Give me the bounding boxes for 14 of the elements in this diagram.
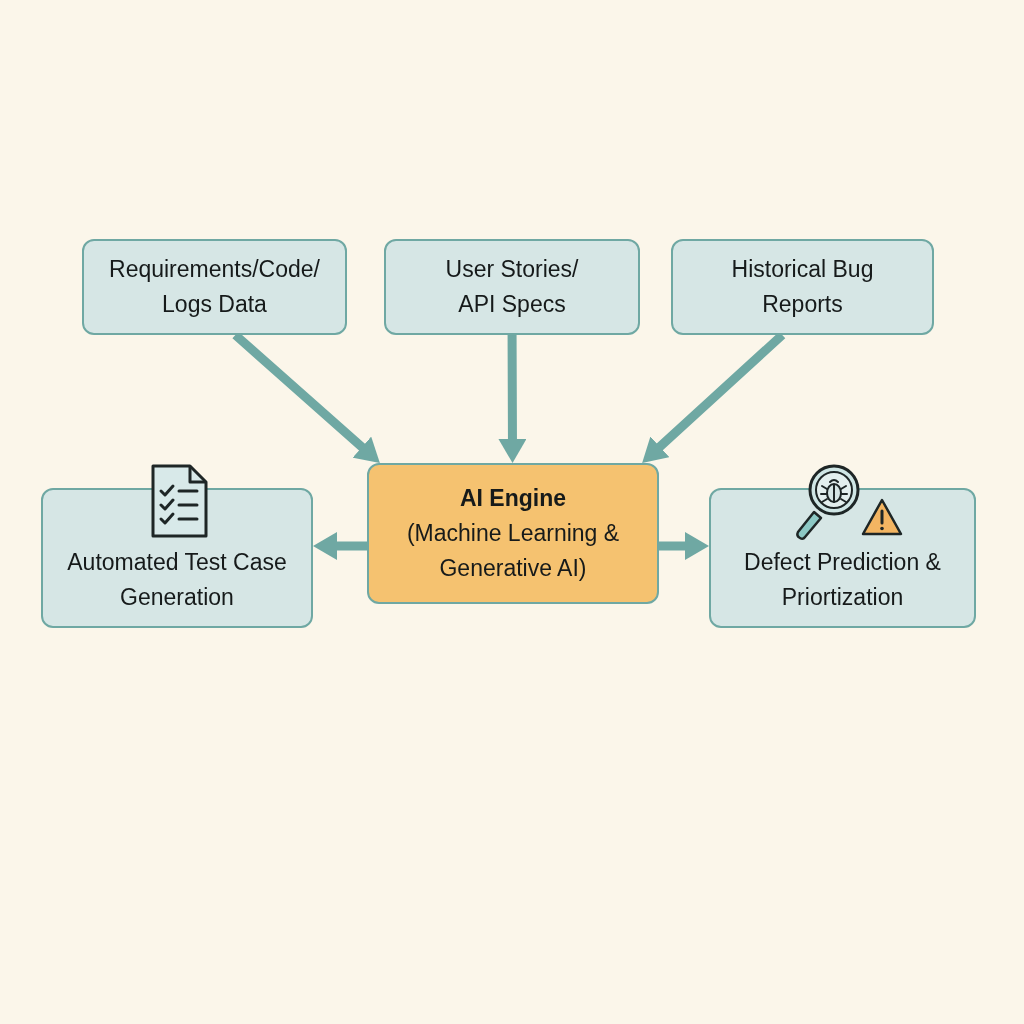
engine-box (367, 463, 659, 604)
input-box (671, 239, 934, 335)
box-label: Automated Test Case Generation (66, 548, 288, 612)
box-label: (Machine Learning & Generative AI) (405, 519, 621, 583)
box-title: AI Engine (459, 484, 567, 513)
arrow (313, 532, 367, 560)
input-box (384, 239, 640, 335)
box-label: Historical Bug Reports (730, 255, 875, 319)
arrow (498, 335, 527, 463)
arrow (659, 532, 709, 560)
input-box (82, 239, 347, 335)
box-label: User Stories/ API Specs (444, 255, 580, 319)
box-label: Defect Prediction & Priortization (743, 548, 942, 612)
box-label: Requirements/Code/ Logs Data (108, 255, 321, 319)
